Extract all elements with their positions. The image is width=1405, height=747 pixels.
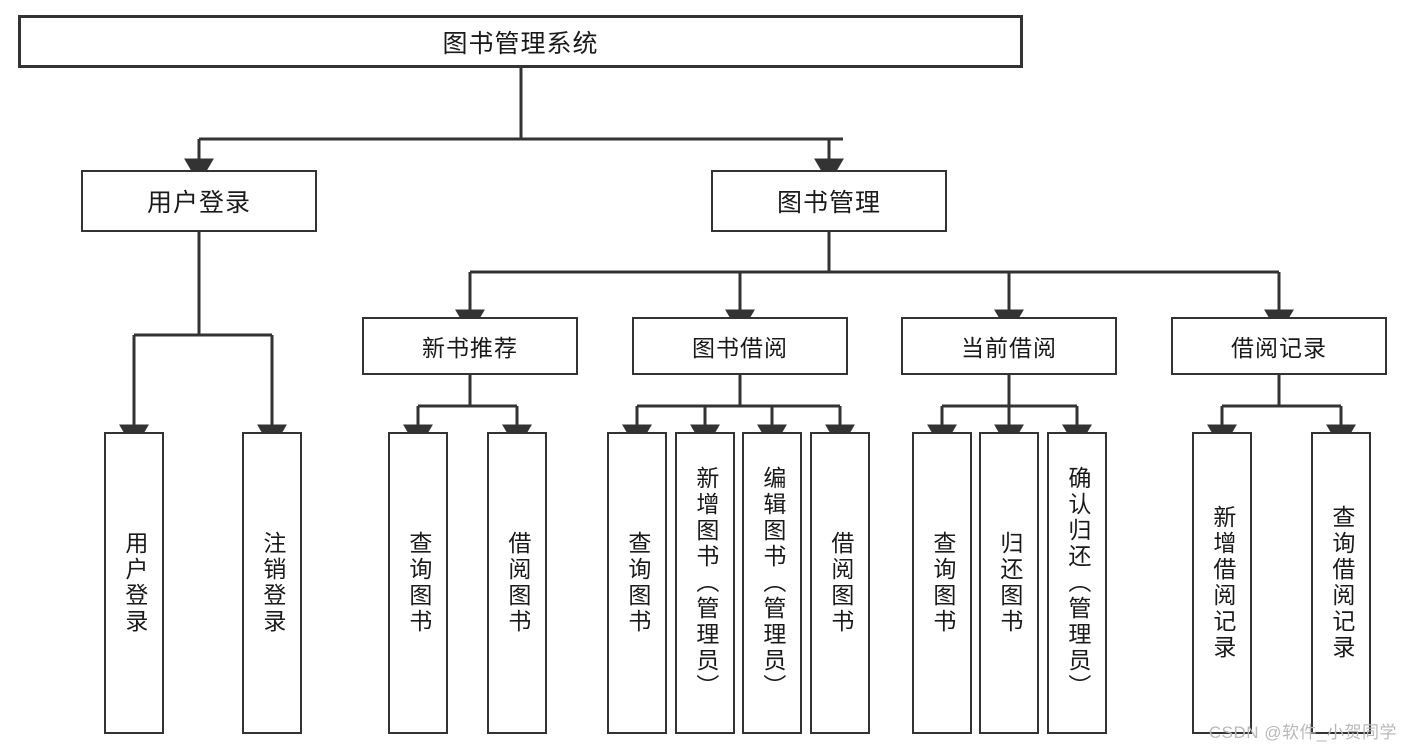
leaf-query-borrow-record-label: 查询借阅记录 xyxy=(1328,505,1355,661)
node-book-management-label: 图书管理 xyxy=(776,189,881,217)
leaf-borrow-book-recommend-label: 借阅图书 xyxy=(504,531,531,635)
watermark: CSDN @软件_小贺同学 xyxy=(1208,723,1397,742)
leaf-borrow-book[interactable]: 借阅图书 xyxy=(810,432,870,734)
leaf-add-borrow-record[interactable]: 新增借阅记录 xyxy=(1192,432,1252,734)
leaf-query-book-borrow-label: 查询图书 xyxy=(624,531,651,635)
leaf-logout[interactable]: 注销登录 xyxy=(242,432,302,734)
node-book-borrow-label: 图书借阅 xyxy=(692,335,788,361)
leaf-query-book-current-label: 查询图书 xyxy=(929,531,956,635)
leaf-borrow-book-label: 借阅图书 xyxy=(827,531,854,635)
node-root[interactable]: 图书管理系统 xyxy=(18,15,1023,68)
leaf-add-book-admin[interactable]: 新增图书（管理员） xyxy=(675,432,735,734)
leaf-borrow-book-recommend[interactable]: 借阅图书 xyxy=(487,432,547,734)
leaf-query-book-borrow[interactable]: 查询图书 xyxy=(607,432,667,734)
leaf-logout-label: 注销登录 xyxy=(259,531,286,635)
node-user-login-label: 用户登录 xyxy=(146,189,251,217)
leaf-edit-book-admin[interactable]: 编辑图书（管理员） xyxy=(742,432,802,734)
leaf-query-borrow-record[interactable]: 查询借阅记录 xyxy=(1311,432,1371,734)
leaf-add-book-admin-label: 新增图书（管理员） xyxy=(692,466,719,700)
node-book-borrow[interactable]: 图书借阅 xyxy=(632,317,848,375)
node-new-book-recommend[interactable]: 新书推荐 xyxy=(362,317,578,375)
leaf-confirm-return-admin-label: 确认归还（管理员） xyxy=(1064,466,1091,700)
leaf-query-book-recommend[interactable]: 查询图书 xyxy=(388,432,448,734)
node-borrow-records-label: 借阅记录 xyxy=(1231,335,1327,361)
node-book-management[interactable]: 图书管理 xyxy=(711,170,947,232)
leaf-return-book-label: 归还图书 xyxy=(996,531,1023,635)
node-borrow-records[interactable]: 借阅记录 xyxy=(1171,317,1387,375)
leaf-confirm-return-admin[interactable]: 确认归还（管理员） xyxy=(1047,432,1107,734)
node-new-book-recommend-label: 新书推荐 xyxy=(422,335,518,361)
leaf-edit-book-admin-label: 编辑图书（管理员） xyxy=(759,466,786,700)
leaf-user-login-label: 用户登录 xyxy=(121,531,148,635)
node-user-login[interactable]: 用户登录 xyxy=(81,170,317,232)
node-current-borrow-label: 当前借阅 xyxy=(961,335,1057,361)
leaf-query-book-current[interactable]: 查询图书 xyxy=(912,432,972,734)
node-root-label: 图书管理系统 xyxy=(442,29,599,58)
leaf-add-borrow-record-label: 新增借阅记录 xyxy=(1209,505,1236,661)
leaf-user-login[interactable]: 用户登录 xyxy=(104,432,164,734)
leaf-return-book[interactable]: 归还图书 xyxy=(979,432,1039,734)
leaf-query-book-recommend-label: 查询图书 xyxy=(405,531,432,635)
node-current-borrow[interactable]: 当前借阅 xyxy=(901,317,1117,375)
